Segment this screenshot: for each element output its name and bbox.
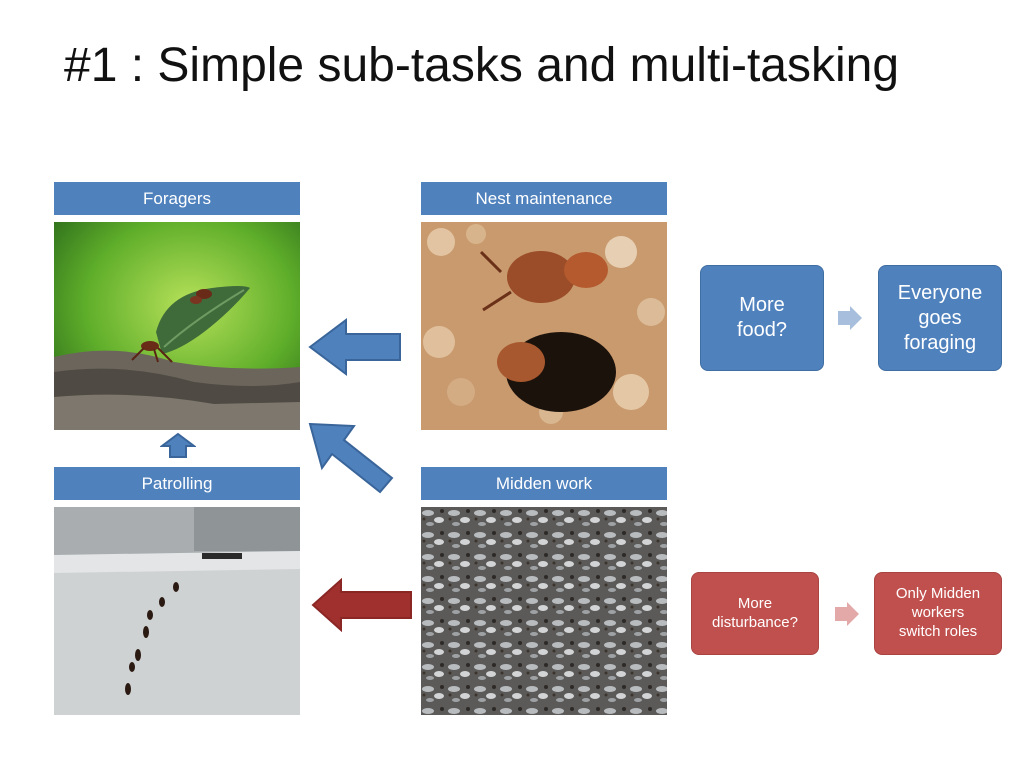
foragers-label: Foragers bbox=[54, 182, 300, 215]
arrow-midden-to-patrolling bbox=[311, 578, 412, 632]
nest-maintenance-photo bbox=[421, 222, 667, 430]
food-chevron-icon bbox=[838, 306, 862, 330]
arrow-midden-to-foragers bbox=[308, 422, 394, 494]
arrow-patrolling-to-foragers bbox=[160, 432, 196, 458]
more-disturbance-box: More disturbance? bbox=[691, 572, 819, 655]
foragers-photo bbox=[54, 222, 300, 430]
more-food-box: More food? bbox=[700, 265, 824, 371]
midden-workers-switch-box: Only Midden workers switch roles bbox=[874, 572, 1002, 655]
everyone-goes-foraging-box: Everyone goes foraging bbox=[878, 265, 1002, 371]
patrolling-photo bbox=[54, 507, 300, 715]
slide-title: #1 : Simple sub-tasks and multi-tasking bbox=[64, 39, 900, 92]
disturbance-chevron-icon bbox=[835, 602, 859, 626]
midden-work-photo bbox=[421, 507, 667, 715]
nest-maintenance-label: Nest maintenance bbox=[421, 182, 667, 215]
midden-work-label: Midden work bbox=[421, 467, 667, 500]
arrow-nest-to-foragers bbox=[308, 318, 401, 376]
patrolling-label: Patrolling bbox=[54, 467, 300, 500]
